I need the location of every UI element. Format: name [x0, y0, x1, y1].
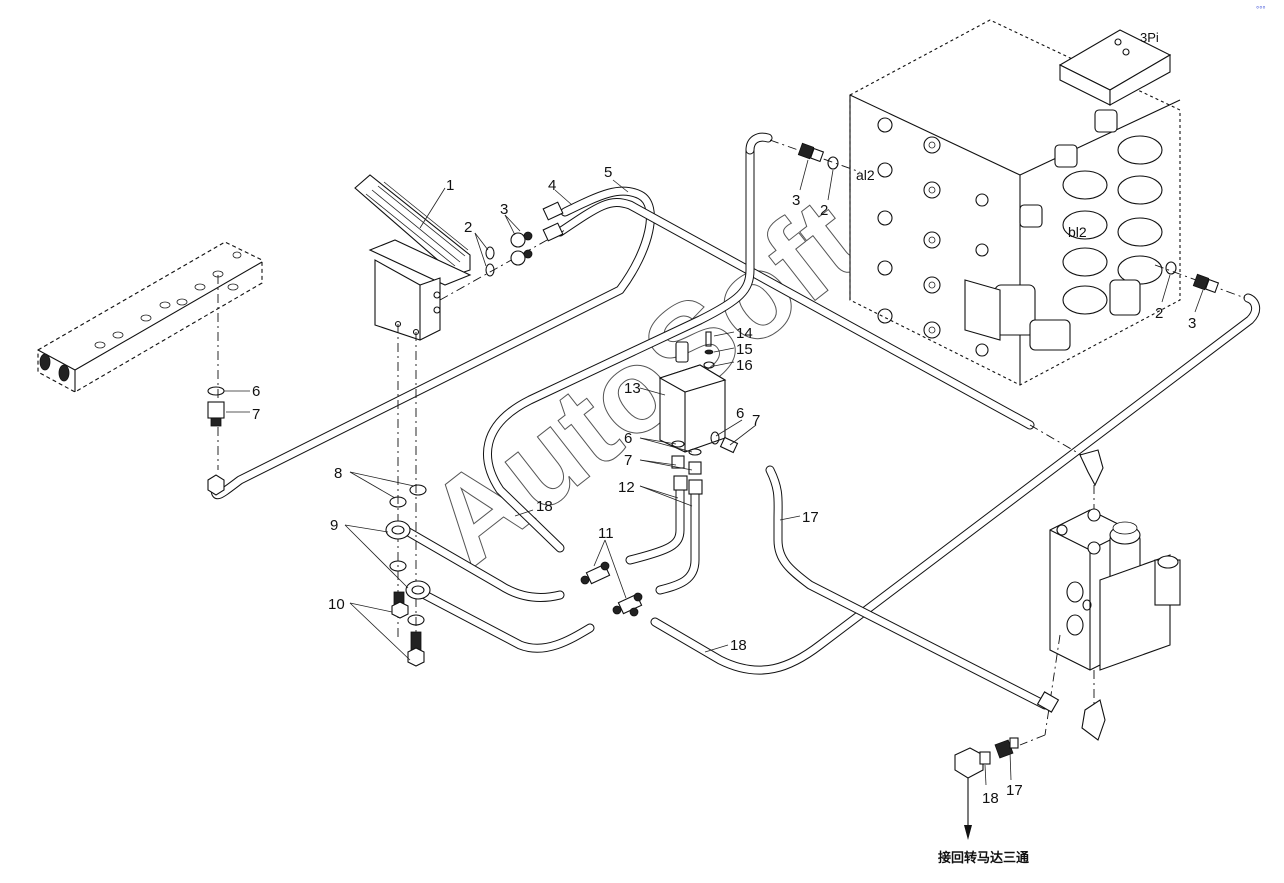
pilot-block-3pi: 3Pi: [1058, 29, 1172, 106]
hoses: [210, 132, 1261, 710]
callout-12: 12: [618, 479, 635, 496]
pedal-fittings: [439, 201, 566, 301]
corner-mark: °°°: [1256, 5, 1266, 14]
banjo-assembly: [385, 484, 431, 667]
callout-7a: 7: [252, 406, 260, 423]
callout-15: 15: [736, 341, 753, 358]
arrow-down-icon: [964, 825, 972, 840]
callout-17a: 17: [802, 509, 819, 526]
callout-3b: 3: [792, 192, 800, 209]
tee-fittings: [580, 561, 643, 617]
port-label-al2: al2: [856, 167, 875, 183]
bottom-elbow-assembly: 接回转马达三通: [938, 737, 1029, 866]
callout-3c: 3: [1188, 315, 1196, 332]
main-control-valve: 3Pi: [849, 19, 1181, 386]
callout-6b: 6: [736, 405, 744, 422]
callout-2b: 2: [820, 202, 828, 219]
solenoid-valve: [1019, 424, 1181, 746]
port-label-3pi: 3Pi: [1140, 30, 1159, 45]
callout-11: 11: [598, 525, 614, 542]
manifold-bar: [37, 241, 263, 393]
callout-18c: 18: [982, 790, 999, 807]
callout-18b: 18: [730, 637, 747, 654]
callout-5: 5: [604, 164, 612, 181]
callout-2c: 2: [1155, 305, 1163, 322]
callout-8: 8: [334, 465, 342, 482]
callout-4: 4: [548, 177, 556, 194]
callout-10: 10: [328, 596, 345, 613]
callout-2a: 2: [464, 219, 472, 236]
callouts: 1 2 3 4 5 3 2 2 3 6 7 14 15 16 13 6 7: [224, 159, 1204, 807]
bl2-fittings: [1154, 261, 1246, 299]
note-rotary-motor-tee: 接回转马达三通: [938, 850, 1029, 866]
callout-3a: 3: [500, 201, 508, 218]
callout-6a: 6: [252, 383, 260, 400]
callout-16: 16: [736, 357, 753, 374]
callout-13: 13: [624, 380, 641, 397]
callout-1: 1: [446, 177, 454, 194]
callout-7c: 7: [624, 452, 632, 469]
al2-fittings: [769, 139, 861, 173]
callout-7b: 7: [752, 412, 760, 429]
port-label-bl2: bl2: [1068, 224, 1087, 240]
callout-9: 9: [330, 517, 338, 534]
port-array: [877, 117, 989, 357]
manifold-adapter: [207, 386, 225, 496]
callout-6c: 6: [624, 430, 632, 447]
callout-17b: 17: [1006, 782, 1023, 799]
callout-18a: 18: [536, 498, 553, 515]
callout-14: 14: [736, 325, 753, 342]
foot-pedal-valve: [354, 174, 472, 341]
valve-cartridges: [964, 109, 1163, 351]
